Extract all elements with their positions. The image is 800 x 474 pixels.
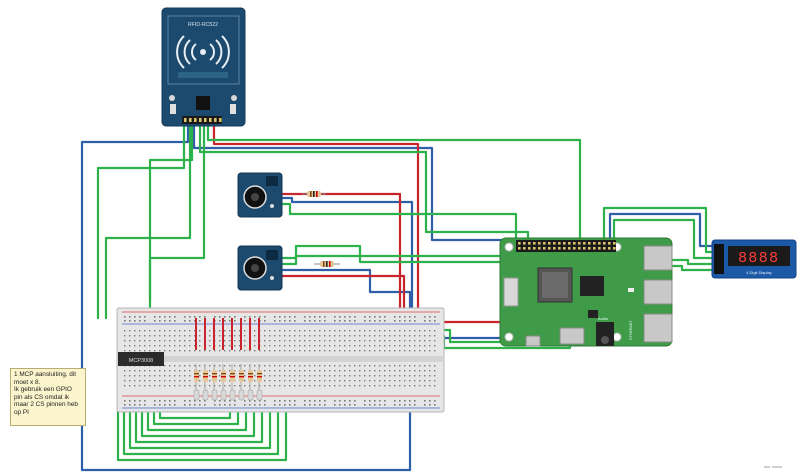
wire-green-button1-signal bbox=[280, 202, 518, 250]
note-line-1: 1 MCP aansluiting, dit bbox=[14, 371, 77, 378]
pi-audio-label: Audio bbox=[598, 316, 609, 321]
rfid-antenna-area bbox=[167, 15, 240, 85]
pi-gpio-header bbox=[516, 240, 616, 252]
wire-blue-pi-to-display bbox=[608, 212, 724, 248]
wire-blue-button1 bbox=[278, 196, 414, 320]
wire-green-left-long bbox=[96, 123, 186, 320]
pi-ram bbox=[580, 276, 604, 296]
resistor-2 bbox=[314, 261, 340, 267]
mcp3008-label: MCP3008 bbox=[129, 358, 153, 364]
pi-ethernet bbox=[643, 313, 673, 343]
wire-blue-button2 bbox=[280, 268, 412, 320]
wire-green-rfid-mid bbox=[198, 123, 530, 250]
breadboard-channel bbox=[117, 356, 444, 362]
wire-red-rfid-vcc bbox=[212, 123, 420, 320]
wire-red-button2-vcc bbox=[280, 274, 406, 320]
pi-sd-slot bbox=[503, 277, 519, 307]
breadboard-resistors bbox=[193, 364, 263, 401]
pi-hdmi bbox=[559, 327, 585, 345]
breadboard bbox=[116, 307, 445, 413]
pi-usb-1 bbox=[643, 245, 673, 271]
annotation-note: 1 MCP aansluiting, dit moet x 8. Ik gebr… bbox=[10, 368, 86, 426]
pi-power bbox=[525, 335, 541, 347]
note-line-2: moet x 8. bbox=[14, 378, 41, 386]
wire-green-pi-to-display-1 bbox=[602, 206, 724, 254]
display-label: 4 Digit Display bbox=[746, 270, 772, 275]
rfid-wave-icon bbox=[176, 35, 230, 69]
wire-green-pi-to-display-2 bbox=[612, 218, 724, 260]
raspberry-pi: ETHERNET Audio bbox=[499, 237, 673, 347]
wire-green-mcp-loop-7 bbox=[122, 378, 280, 456]
watermark-mark bbox=[764, 466, 782, 468]
breadboard-red-jumpers bbox=[195, 318, 260, 350]
pi-usb-2 bbox=[643, 279, 673, 305]
note-line-6: op PI bbox=[14, 408, 29, 416]
note-line-4: pin als CS omdat ik bbox=[14, 393, 70, 401]
resistor-1 bbox=[302, 191, 326, 197]
wire-green-button2-b bbox=[280, 244, 502, 264]
pi-audio-jack bbox=[596, 322, 614, 346]
touch-button-1 bbox=[237, 172, 283, 218]
display-pin-header bbox=[714, 244, 724, 274]
wire-green-left-inner bbox=[148, 123, 194, 320]
wire-green-left-inner2 bbox=[104, 123, 192, 320]
note-line-5: maar 2 CS pinnen heb bbox=[14, 401, 78, 409]
wire-green-rfid-right bbox=[148, 123, 206, 302]
display-digits: 8888 bbox=[738, 249, 779, 266]
touch-button-2 bbox=[237, 245, 283, 291]
rfid-label: RFID-RC522 bbox=[188, 22, 218, 28]
rfid-pin-header bbox=[184, 118, 222, 122]
wire-green-mcp-loop-1 bbox=[128, 378, 272, 450]
wire-green-mcp-loop-8 bbox=[116, 378, 288, 462]
mcp3008-chip: MCP3008 bbox=[118, 352, 164, 366]
four-digit-display: 8888 4 Digit Display bbox=[711, 239, 797, 279]
pi-ethernet-label: ETHERNET bbox=[629, 320, 633, 340]
display-window bbox=[728, 246, 790, 266]
rfid-module: RFID-RC522 bbox=[161, 7, 246, 127]
wire-blue-left-loop bbox=[80, 123, 412, 472]
note-line-3: Ik gebruik een GPIO bbox=[14, 386, 72, 394]
